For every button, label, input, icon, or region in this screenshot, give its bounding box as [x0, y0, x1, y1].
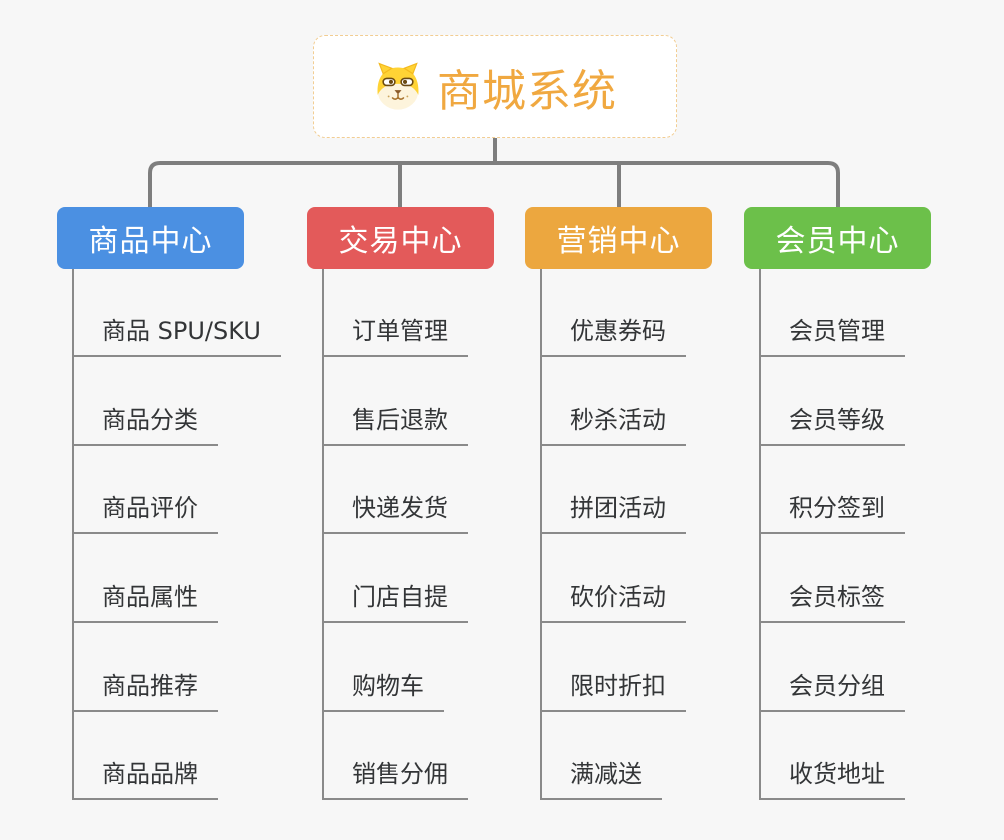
subtopic[interactable]: 收货地址 [759, 756, 905, 800]
subtopic[interactable]: 商品分类 [72, 402, 218, 446]
branch-spine-line [322, 269, 324, 800]
branch-topic-product-center[interactable]: 商品中心 [57, 207, 244, 269]
subtopic[interactable]: 会员管理 [759, 313, 905, 357]
subtopic[interactable]: 砍价活动 [540, 579, 686, 623]
subtopic[interactable]: 商品 SPU/SKU [72, 313, 281, 357]
subtopic[interactable]: 门店自提 [322, 579, 468, 623]
branch-topic-marketing-center[interactable]: 营销中心 [525, 207, 712, 269]
subtopic[interactable]: 限时折扣 [540, 668, 686, 712]
subtopic[interactable]: 会员标签 [759, 579, 905, 623]
subtopic[interactable]: 优惠券码 [540, 313, 686, 357]
branch-topic-trade-center[interactable]: 交易中心 [307, 207, 494, 269]
subtopic[interactable]: 会员等级 [759, 402, 905, 446]
subtopic[interactable]: 拼团活动 [540, 490, 686, 534]
subtopic[interactable]: 购物车 [322, 668, 444, 712]
branch-column-marketing-center: 营销中心 优惠券码 秒杀活动 拼团活动 砍价活动 限时折扣 满减送 [525, 207, 785, 840]
branch-column-member-center: 会员中心 会员管理 会员等级 积分签到 会员标签 会员分组 收货地址 [744, 207, 1004, 840]
branch-spine-line [540, 269, 542, 800]
subtopic[interactable]: 会员分组 [759, 668, 905, 712]
branch-spine-line [72, 269, 74, 800]
dog-logo-icon [373, 62, 423, 112]
root-topic-title: 商城系统 [437, 65, 617, 117]
subtopic[interactable]: 商品品牌 [72, 756, 218, 800]
subtopic[interactable]: 售后退款 [322, 402, 468, 446]
subtopic[interactable]: 商品属性 [72, 579, 218, 623]
subtopic[interactable]: 满减送 [540, 756, 662, 800]
branch-spine-line [759, 269, 761, 800]
subtopic[interactable]: 商品推荐 [72, 668, 218, 712]
branch-column-product-center: 商品中心 商品 SPU/SKU 商品分类 商品评价 商品属性 商品推荐 商品品牌 [57, 207, 317, 840]
subtopic[interactable]: 快递发货 [322, 490, 468, 534]
branch-topic-member-center[interactable]: 会员中心 [744, 207, 931, 269]
subtopic[interactable]: 销售分佣 [322, 756, 468, 800]
subtopic[interactable]: 积分签到 [759, 490, 905, 534]
root-topic[interactable]: 商城系统 [313, 35, 677, 138]
branch-column-trade-center: 交易中心 订单管理 售后退款 快递发货 门店自提 购物车 销售分佣 [307, 207, 567, 840]
subtopic[interactable]: 商品评价 [72, 490, 218, 534]
subtopic[interactable]: 订单管理 [322, 313, 468, 357]
subtopic[interactable]: 秒杀活动 [540, 402, 686, 446]
